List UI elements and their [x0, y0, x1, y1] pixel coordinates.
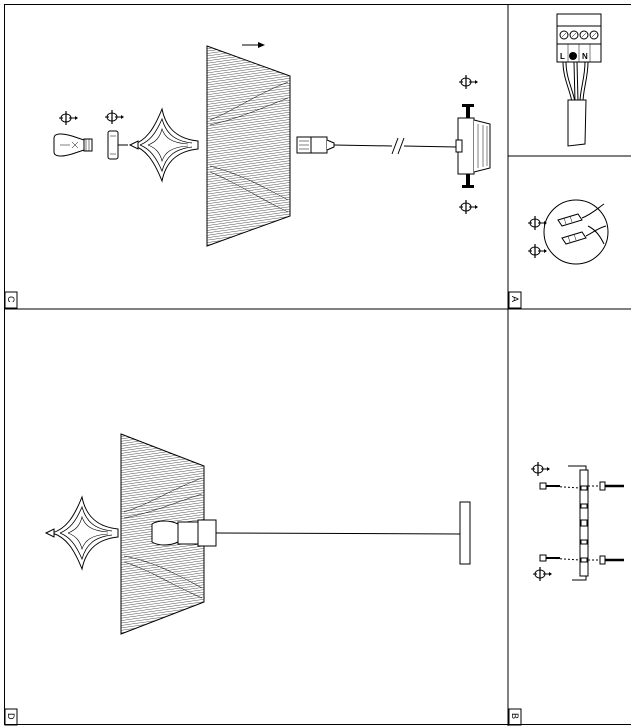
mounting-bracket [579, 469, 589, 577]
panel-a-connector-detail [527, 199, 609, 265]
screw-icon [599, 481, 624, 491]
bulb-icon [151, 520, 179, 546]
svg-text:A: A [510, 296, 520, 302]
screw-icon [532, 566, 553, 582]
lampshade [206, 45, 291, 247]
screw-icon [599, 555, 624, 565]
ceiling-canopy [459, 501, 471, 565]
earth-icon [569, 52, 577, 60]
neutral-wire-label: N [582, 52, 588, 61]
panel-label-a: A [508, 291, 522, 309]
svg-text:B: B [510, 713, 520, 719]
panel-grid [4, 4, 631, 726]
screw-icon [530, 461, 551, 477]
screw-icon [58, 110, 79, 126]
panel-a-terminal-block: L N [556, 13, 602, 147]
lamp-socket [177, 521, 199, 545]
screw-icon [527, 243, 548, 259]
ornament-body [131, 108, 199, 182]
screw-icon [539, 482, 560, 490]
svg-text:C: C [6, 296, 16, 303]
screw-icon [104, 109, 125, 125]
panel-b-mounting-bracket [530, 461, 624, 582]
screw-icon [458, 74, 479, 90]
panel-d-assembled-view [44, 433, 471, 635]
power-cable [567, 99, 587, 147]
live-wire-label: L [560, 52, 565, 61]
panel-label-c: C [4, 291, 18, 309]
suspension-cable [215, 532, 461, 535]
svg-text:D: D [6, 713, 16, 720]
magnifier-circle [543, 199, 609, 265]
retaining-ring [107, 130, 119, 160]
panel-label-b: B [508, 708, 522, 726]
ornament-body [51, 496, 119, 570]
screw-icon [539, 554, 560, 562]
panel-c-exploded-view [53, 42, 491, 247]
panel-label-d: D [4, 708, 18, 726]
screw-icon [458, 199, 479, 215]
suspension-cable [333, 144, 393, 147]
